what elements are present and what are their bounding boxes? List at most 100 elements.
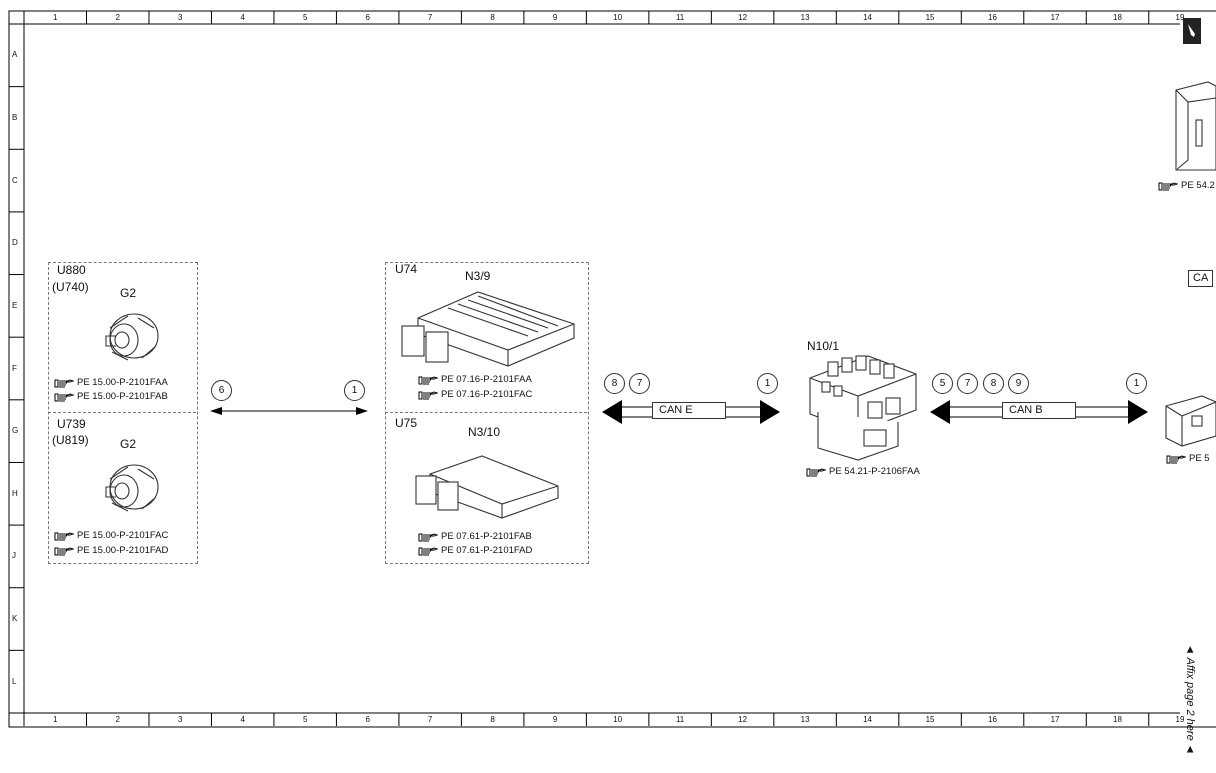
partial-module-icon-bottom — [1165, 395, 1216, 447]
pin-7: 7 — [629, 373, 650, 394]
column-label: 6 — [365, 715, 370, 724]
column-label: 3 — [177, 715, 183, 724]
pointing-hand-icon — [54, 379, 74, 388]
pin-6: 6 — [211, 380, 232, 401]
row-label: K — [12, 614, 18, 624]
column-label: 9 — [552, 715, 558, 724]
ref-n10-1[interactable]: PE 54.21-P-2106FAA — [806, 466, 920, 478]
column-label: 19 — [1175, 13, 1185, 22]
can-e-label: CAN E — [652, 402, 726, 419]
column-label: 2 — [115, 715, 120, 724]
pointing-hand-icon — [418, 533, 438, 542]
row-label: C — [12, 175, 18, 185]
column-label: 19 — [1175, 715, 1185, 724]
pointing-hand-icon — [418, 391, 438, 400]
column-label: 9 — [552, 13, 558, 22]
column-label: 12 — [738, 13, 748, 22]
double-arrow-line — [210, 407, 368, 415]
row-label: B — [12, 112, 18, 122]
affix-page-note: ◄ Affix page 2 here ◄ — [1184, 644, 1196, 755]
pin-8: 8 — [983, 373, 1004, 394]
ref-u880-1[interactable]: PE 15.00-P-2101FAA — [54, 377, 168, 389]
row-label: H — [12, 488, 18, 498]
engine-control-divider — [385, 412, 587, 413]
row-label: J — [12, 551, 16, 561]
row-label: G — [12, 426, 19, 436]
pointing-hand-icon — [1166, 455, 1186, 464]
column-label: 10 — [613, 715, 623, 724]
module-code-u880: U880 — [57, 263, 86, 277]
ref-u739-2[interactable]: PE 15.00-P-2101FAD — [54, 545, 168, 557]
pin-1: 1 — [757, 373, 778, 394]
column-label: 10 — [613, 13, 623, 22]
component-n3-10: N3/10 — [468, 425, 501, 439]
column-label: 6 — [365, 13, 370, 22]
fuse-relay-module-icon — [809, 355, 917, 461]
column-label: 15 — [925, 13, 935, 22]
partial-module-icon-top — [1175, 81, 1216, 171]
ref-cutoff-bottom[interactable]: PE 5 — [1166, 453, 1210, 465]
module-alt-u819: (U819) — [52, 433, 89, 447]
can-b-label: CAN B — [1002, 402, 1076, 419]
column-label: 7 — [427, 715, 433, 724]
column-label: 13 — [800, 13, 810, 22]
column-label: 1 — [53, 715, 58, 724]
pencil-icon[interactable] — [1183, 18, 1201, 44]
module-code-u75: U75 — [395, 416, 418, 430]
alternator-divider — [48, 412, 196, 413]
row-label: D — [12, 238, 18, 248]
column-label: 18 — [1113, 13, 1122, 22]
alternator-group-box — [48, 262, 198, 564]
control-unit-icon — [401, 291, 575, 367]
column-label: 5 — [302, 13, 308, 22]
component-n10-1: N10/1 — [807, 339, 840, 353]
pin-7: 7 — [957, 373, 978, 394]
column-label: 5 — [302, 715, 308, 724]
column-label: 8 — [490, 715, 495, 724]
component-g2-top: G2 — [120, 286, 137, 300]
column-label: 17 — [1050, 715, 1060, 724]
pin-1: 1 — [344, 380, 365, 401]
column-label: 8 — [490, 13, 495, 22]
row-label: E — [12, 300, 18, 310]
pin-1: 1 — [1126, 373, 1147, 394]
column-label: 14 — [863, 715, 873, 724]
ref-u74-2[interactable]: PE 07.16-P-2101FAC — [418, 389, 532, 401]
pointing-hand-icon — [418, 547, 438, 556]
ref-u880-2[interactable]: PE 15.00-P-2101FAB — [54, 391, 168, 403]
pointing-hand-icon — [418, 376, 438, 385]
control-unit-icon — [415, 455, 559, 519]
column-label: 1 — [53, 13, 58, 22]
column-label: 16 — [988, 13, 997, 22]
ref-u74-1[interactable]: PE 07.16-P-2101FAA — [418, 374, 532, 386]
engine-control-group-box — [385, 262, 589, 564]
column-label: 13 — [800, 715, 810, 724]
alternator-icon — [105, 313, 159, 361]
alternator-icon — [105, 464, 159, 512]
ref-cutoff-top[interactable]: PE 54.2 — [1158, 180, 1215, 192]
pointing-hand-icon — [1158, 182, 1178, 191]
pointing-hand-icon — [54, 393, 74, 402]
column-label: 16 — [988, 715, 997, 724]
ref-u75-1[interactable]: PE 07.61-P-2101FAB — [418, 531, 532, 543]
row-label: A — [12, 50, 18, 60]
column-label: 17 — [1050, 13, 1060, 22]
column-label: 3 — [177, 13, 183, 22]
column-label: 7 — [427, 13, 433, 22]
pointing-hand-icon — [54, 532, 74, 541]
pin-9: 9 — [1008, 373, 1029, 394]
row-label: L — [12, 676, 17, 686]
ref-u739-1[interactable]: PE 15.00-P-2101FAC — [54, 530, 168, 542]
column-label: 11 — [675, 715, 685, 724]
column-label: 18 — [1113, 715, 1122, 724]
module-code-u74: U74 — [395, 262, 418, 276]
pointing-hand-icon — [54, 547, 74, 556]
module-alt-u740: (U740) — [52, 280, 89, 294]
column-label: 4 — [240, 715, 245, 724]
pointing-hand-icon — [806, 468, 826, 477]
column-label: 11 — [675, 13, 685, 22]
component-g2-bottom: G2 — [120, 437, 137, 451]
component-n3-9: N3/9 — [465, 269, 491, 283]
ref-u75-2[interactable]: PE 07.61-P-2101FAD — [418, 545, 532, 557]
